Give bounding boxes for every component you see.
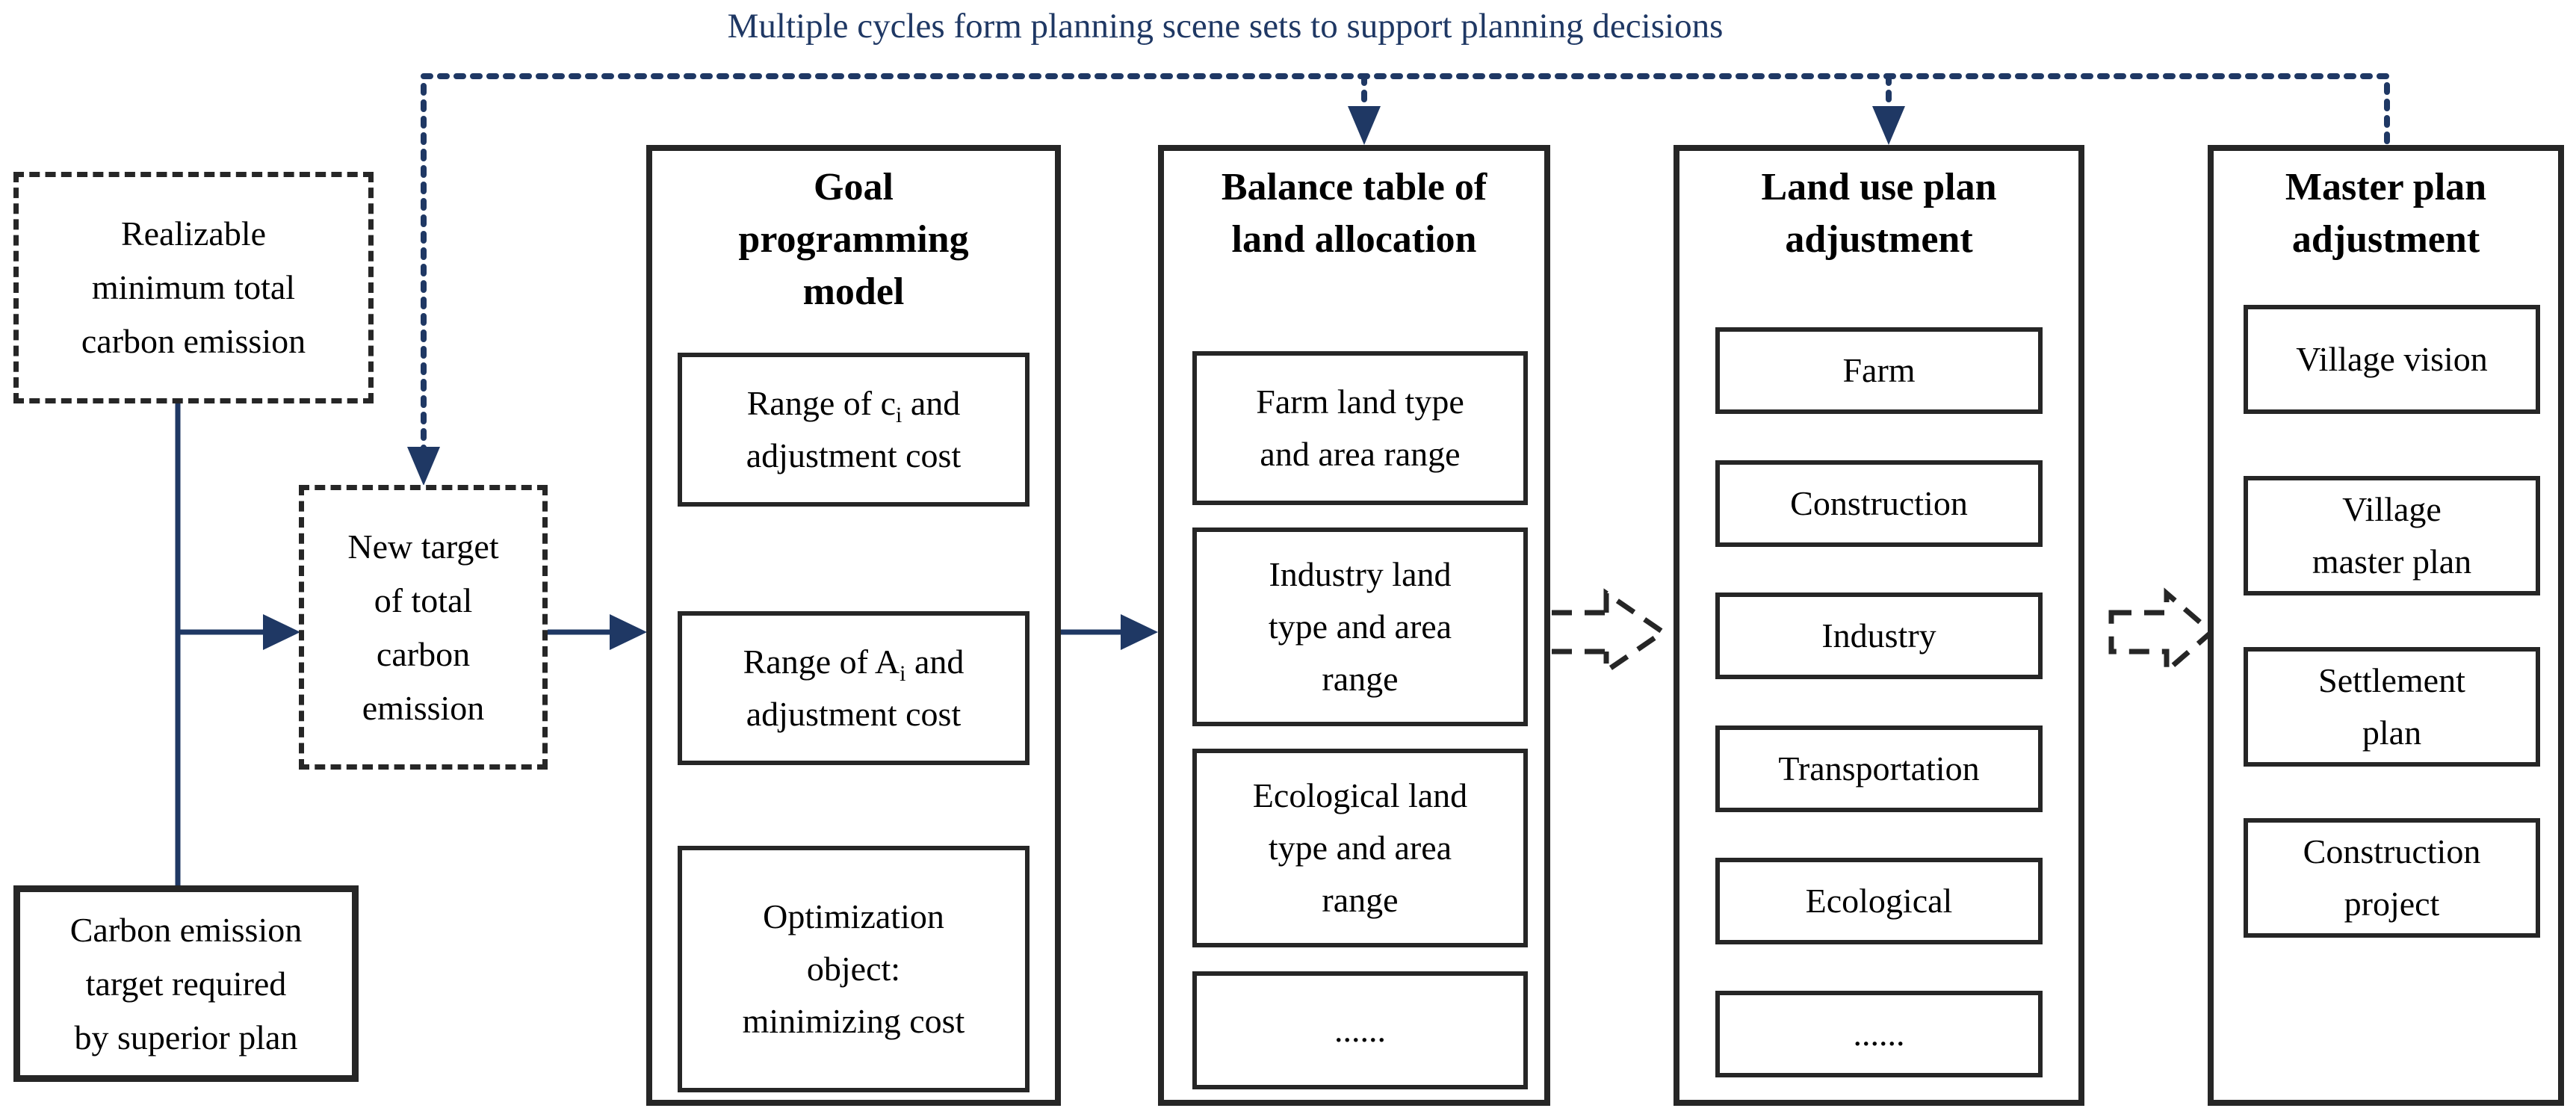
column-balance-title: Balance table of land allocation [1221,166,1487,261]
arrowhead-right-balance [1121,614,1158,650]
column-master-title: Master plan adjustment [2285,166,2487,261]
column-balance-table: Balance table of land allocation Farm la… [1158,145,1550,1106]
column-landuse-title: Land use plan adjustment [1761,166,1997,261]
box-range-ci-label: Range of ci and adjustment cost [746,384,962,474]
box-superior-plan-target: Carbon emission target required by super… [13,885,359,1082]
dashed-block-arrow-landuse-to-master [2108,587,2216,677]
box-industry-land-type: Industry land type and area range [1192,527,1528,726]
box-landuse-ecological: Ecological [1715,858,2043,944]
box-range-ai-label: Range of Ai and adjustment cost [743,643,965,733]
arrowhead-right-goal [610,614,647,650]
box-village-master-plan: Village master plan [2244,476,2540,595]
arrowhead-down-newtarget [407,447,440,486]
column-master-plan: Master plan adjustment Village vision Vi… [2208,145,2564,1106]
banner-title: Multiple cycles form planning scene sets… [727,7,1724,46]
dashed-block-arrow-balance-to-landuse [1552,588,1668,676]
box-optimization-object: Optimization object: minimizing cost [678,846,1030,1092]
box-range-ai: Range of Ai and adjustment cost [678,611,1030,765]
box-new-target: New target of total carbon emission [299,485,548,770]
box-landuse-industry: Industry [1715,593,2043,679]
arrowhead-down-balance [1348,106,1381,145]
box-balance-ellipsis: ...... [1192,971,1528,1089]
box-ecological-land-type: Ecological land type and area range [1192,749,1528,947]
arrowhead-right-newtarget [263,614,300,650]
box-construction-project: Construction project [2244,818,2540,938]
box-landuse-transportation: Transportation [1715,725,2043,812]
box-landuse-construction: Construction [1715,460,2043,547]
column-landuse-plan: Land use plan adjustment Farm Constructi… [1674,145,2084,1106]
box-village-vision: Village vision [2244,305,2540,414]
column-goal-programming: Goal programming model Range of ci and a… [646,145,1061,1106]
box-settlement-plan: Settlement plan [2244,647,2540,767]
box-realizable-minimum: Realizable minimum total carbon emission [13,172,374,403]
box-optimization-object-label: Optimization object: minimizing cost [742,897,965,1040]
arrowhead-down-landuse [1872,106,1905,145]
box-range-ci: Range of ci and adjustment cost [678,353,1030,507]
box-landuse-farm: Farm [1715,327,2043,414]
column-goal-title: Goal programming model [738,166,969,313]
box-landuse-ellipsis: ...... [1715,991,2043,1077]
box-farm-land-type: Farm land type and area range [1192,351,1528,505]
